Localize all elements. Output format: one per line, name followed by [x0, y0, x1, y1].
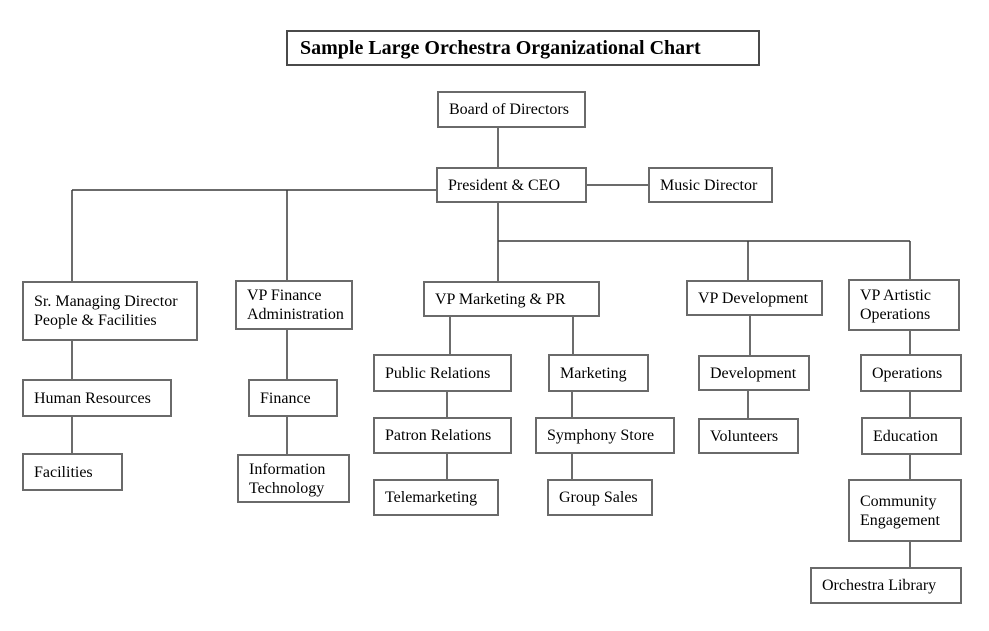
org-node-music-director: Music Director: [648, 167, 773, 203]
org-node-vp-marketing-pr: VP Marketing & PR: [423, 281, 600, 317]
org-node-group-sales: Group Sales: [547, 479, 653, 516]
org-node-education: Education: [861, 417, 962, 455]
org-node-human-resources: Human Resources: [22, 379, 172, 417]
org-node-facilities: Facilities: [22, 453, 123, 491]
chart-title: Sample Large Orchestra Organizational Ch…: [300, 36, 701, 59]
org-node-community-engagement: Community Engagement: [848, 479, 962, 542]
org-node-vp-artistic-operations: VP Artistic Operations: [848, 279, 960, 331]
chart-title-box: Sample Large Orchestra Organizational Ch…: [286, 30, 760, 66]
org-node-information-technology: Information Technology: [237, 454, 350, 503]
org-node-development: Development: [698, 355, 810, 391]
org-node-operations: Operations: [860, 354, 962, 392]
org-node-orchestra-library: Orchestra Library: [810, 567, 962, 604]
org-node-symphony-store: Symphony Store: [535, 417, 675, 454]
org-node-finance: Finance: [248, 379, 338, 417]
org-node-vp-development: VP Development: [686, 280, 823, 316]
org-node-board-of-directors: Board of Directors: [437, 91, 586, 128]
org-node-president-ceo: President & CEO: [436, 167, 587, 203]
org-node-marketing: Marketing: [548, 354, 649, 392]
org-node-telemarketing: Telemarketing: [373, 479, 499, 516]
org-node-public-relations: Public Relations: [373, 354, 512, 392]
org-node-volunteers: Volunteers: [698, 418, 799, 454]
org-node-sr-managing-director: Sr. Managing Director People & Facilitie…: [22, 281, 198, 341]
org-node-vp-finance: VP Finance Administration: [235, 280, 353, 330]
org-node-patron-relations: Patron Relations: [373, 417, 512, 454]
